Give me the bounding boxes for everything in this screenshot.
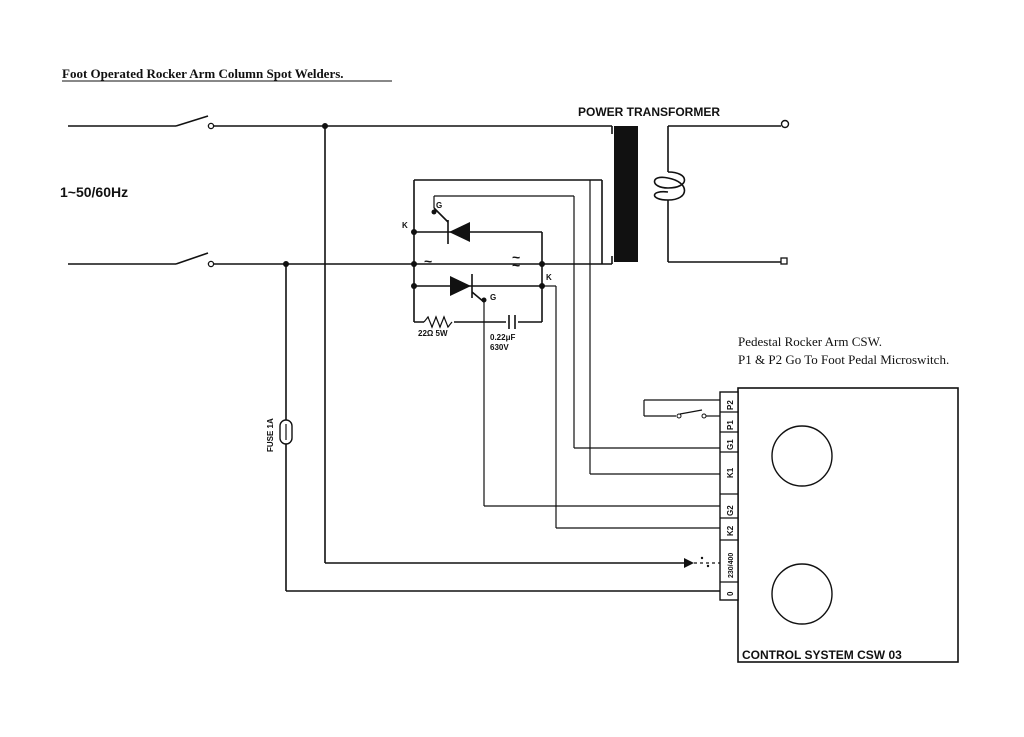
note-line-1: Pedestal Rocker Arm CSW. (738, 334, 882, 349)
terminal-p1: P1 (726, 420, 735, 430)
fuse-label: FUSE 1A (266, 418, 275, 452)
supply-label: 1~50/60Hz (60, 184, 128, 200)
terminal-0: 0 (726, 591, 735, 596)
diagram-title: Foot Operated Rocker Arm Column Spot Wel… (62, 66, 344, 81)
bottom-supply-line (68, 252, 612, 268)
secondary-terminal-bottom (780, 257, 788, 265)
control-box: CONTROL SYSTEM CSW 03 (737, 387, 959, 663)
junction-dot (411, 229, 417, 235)
indicator-dot (706, 564, 710, 568)
gate-cathode-wires (484, 180, 720, 529)
transformer-core (614, 126, 638, 262)
gate-label-2: G (490, 293, 496, 302)
foot-pedal-microswitch (643, 399, 720, 419)
snubber-resistor-zigzag (423, 315, 453, 329)
gate-dot (431, 209, 437, 215)
terminal-strip: P2 P1 G1 K1 G2 K2 230/400 0 (719, 391, 739, 601)
ac-symbol-right-2: ~ (512, 257, 520, 273)
terminal-k1: K1 (726, 467, 735, 478)
gate-label-1: G (436, 201, 442, 210)
transformer-label: POWER TRANSFORMER (578, 105, 720, 119)
top-supply-line (68, 115, 612, 130)
control-knob-upper (771, 425, 833, 487)
terminal-p2: P2 (726, 400, 735, 410)
thyristor-module-wiring (413, 179, 603, 323)
resistor-label: 22Ω 5W (418, 329, 448, 338)
terminal-k2: K2 (726, 525, 735, 536)
thyristor-2 (450, 274, 485, 506)
indicator-dot (700, 556, 704, 560)
note-line-2: P1 & P2 Go To Foot Pedal Microswitch. (738, 352, 949, 367)
voltage-sense-wire (324, 126, 720, 568)
capacitor-value: 0.22μF (490, 333, 515, 342)
capacitor-voltage: 630V (490, 343, 509, 352)
terminal-g1: G1 (726, 439, 735, 450)
terminal-230-400: 230/400 (728, 553, 735, 578)
cathode-label-1: K (402, 221, 408, 230)
ac-symbol-left: ~ (424, 253, 432, 269)
junction-dot (411, 283, 417, 289)
cathode-label-2: K (546, 273, 552, 282)
fuse-wire (279, 264, 720, 592)
control-knob-lower (771, 563, 833, 625)
ac-symbol-right-1: ~ (512, 249, 520, 265)
control-box-label: CONTROL SYSTEM CSW 03 (742, 648, 902, 662)
transformer-secondary (653, 125, 781, 263)
thyristor-1 (433, 195, 575, 448)
secondary-terminal-top (780, 119, 790, 129)
gate-dot (481, 297, 487, 303)
terminal-g2: G2 (726, 505, 735, 516)
